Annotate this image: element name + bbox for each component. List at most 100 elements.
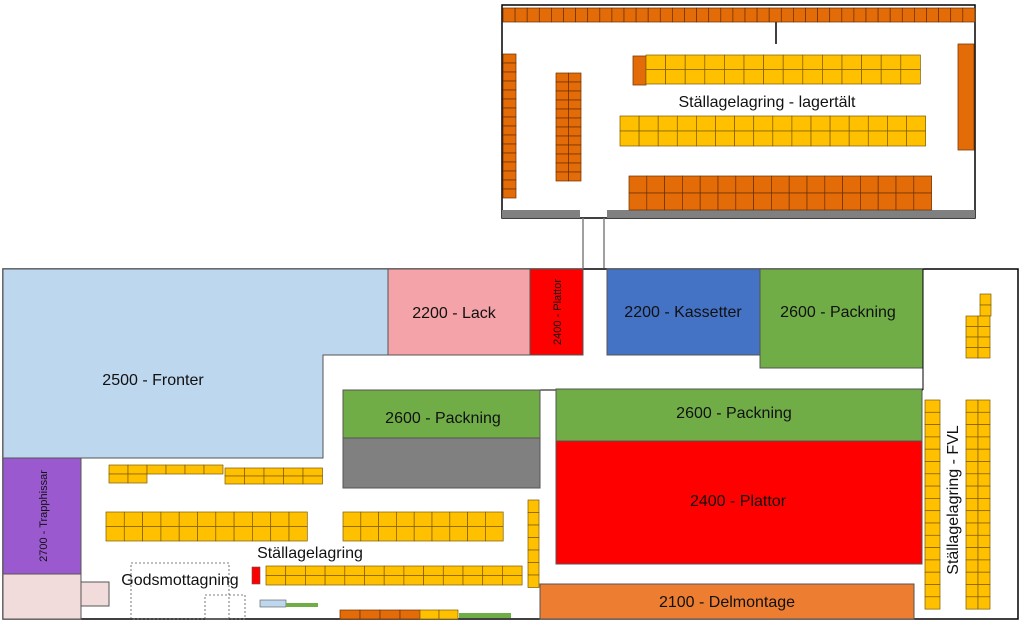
rack-cell <box>215 526 235 542</box>
rack-cell <box>623 7 637 23</box>
rack-cell <box>877 7 891 23</box>
rack-cell <box>672 7 685 23</box>
rack-cell <box>965 473 979 487</box>
connector-corridor <box>582 218 605 268</box>
rack-cell <box>802 54 823 70</box>
rack-cell <box>419 609 440 620</box>
rack-cell <box>743 69 764 85</box>
rack-cell <box>977 534 991 548</box>
rack-cell <box>244 475 265 485</box>
rack-cell <box>555 72 569 83</box>
rack-cell <box>646 192 665 211</box>
tent-rack-row-1 <box>645 54 921 85</box>
rack-cell <box>646 175 665 194</box>
rack-cell <box>502 575 523 586</box>
rack-cell <box>756 7 770 23</box>
rack-cell <box>665 69 686 85</box>
rack-cell <box>965 424 979 438</box>
zone-entrance-step <box>80 581 110 607</box>
zone-packning-mid-left-label: 2600 - Packning <box>385 410 501 427</box>
rack-cell <box>965 485 979 499</box>
rack-cell <box>123 526 143 542</box>
rack-cell <box>924 534 941 548</box>
rack-cell <box>979 304 992 317</box>
rack-cell <box>555 171 569 182</box>
zone-trapphissar <box>2 457 82 575</box>
rack-cell <box>568 135 582 146</box>
rack-cell <box>403 575 424 586</box>
rack-cell <box>805 7 818 23</box>
rack-cell <box>860 175 879 194</box>
rack-cell <box>965 547 979 561</box>
rack-cell <box>684 69 706 85</box>
rack-cell <box>977 315 991 327</box>
rack-cell <box>344 575 365 586</box>
tent-small-rack <box>632 55 647 86</box>
small-blue-item <box>259 599 287 608</box>
rack-cell <box>283 475 304 485</box>
rack-cell <box>791 115 812 132</box>
rack-cell <box>841 69 862 85</box>
rack-cell <box>657 130 678 147</box>
rack-cell <box>924 510 941 524</box>
rack-cell <box>782 69 804 85</box>
tent-rack-row-3 <box>628 175 932 211</box>
rack-cell <box>568 153 582 164</box>
rack-cell <box>502 565 523 576</box>
rack-cell <box>977 596 991 610</box>
rack-cell <box>788 192 808 211</box>
small-green-item-2 <box>459 613 511 618</box>
rack-cell <box>965 559 979 573</box>
rack-cell <box>568 99 582 110</box>
rack-cell <box>665 54 686 70</box>
rack-cell <box>717 175 737 194</box>
zone-plattor-main <box>555 440 923 565</box>
rack-cell <box>965 510 979 524</box>
rack-cell <box>105 526 125 542</box>
rack-cell <box>502 161 517 172</box>
rack-cell <box>324 575 346 586</box>
rack-cell <box>880 69 902 85</box>
rack-cell <box>924 571 941 585</box>
rack-cell <box>977 436 991 450</box>
rack-cell <box>965 461 979 475</box>
rack-cell <box>502 179 517 190</box>
rack-cell <box>788 175 808 194</box>
rack-cell <box>861 54 882 70</box>
rack-cell <box>555 99 569 110</box>
rack-cell <box>965 571 979 585</box>
rack-cell <box>782 54 804 70</box>
rack-cell <box>127 473 148 484</box>
rack-cell <box>502 7 516 23</box>
rack-cell <box>977 584 991 598</box>
rack-cell <box>880 54 902 70</box>
rack-cell <box>638 115 659 132</box>
rack-cell <box>780 7 794 23</box>
rack-cell <box>462 575 484 586</box>
rack-cell <box>696 115 716 132</box>
rack-cell <box>563 7 576 23</box>
rack-cell <box>977 326 991 338</box>
rack-cell <box>502 125 517 136</box>
tent-label: Ställagelagring - lagertält <box>679 94 857 111</box>
rack-cell <box>861 69 882 85</box>
rack-cell <box>877 175 897 194</box>
rack-cell <box>924 559 941 573</box>
rack-cell <box>763 54 784 70</box>
rack-cell <box>360 526 379 542</box>
rack-cell <box>977 336 991 348</box>
rack-cell <box>527 549 540 563</box>
rack-cell <box>924 596 941 610</box>
rack-cell <box>924 522 941 536</box>
rack-cell <box>829 130 850 147</box>
rack-cell <box>611 7 625 23</box>
rack-cell <box>715 130 735 147</box>
rack-cell <box>160 511 180 527</box>
zone-entrance <box>2 573 82 620</box>
rack-cell <box>555 135 569 146</box>
rack-cell <box>467 526 486 542</box>
red-marker <box>251 566 261 585</box>
rack-cell <box>977 473 991 487</box>
rack-cell <box>895 192 915 211</box>
small-green-item <box>286 603 318 607</box>
